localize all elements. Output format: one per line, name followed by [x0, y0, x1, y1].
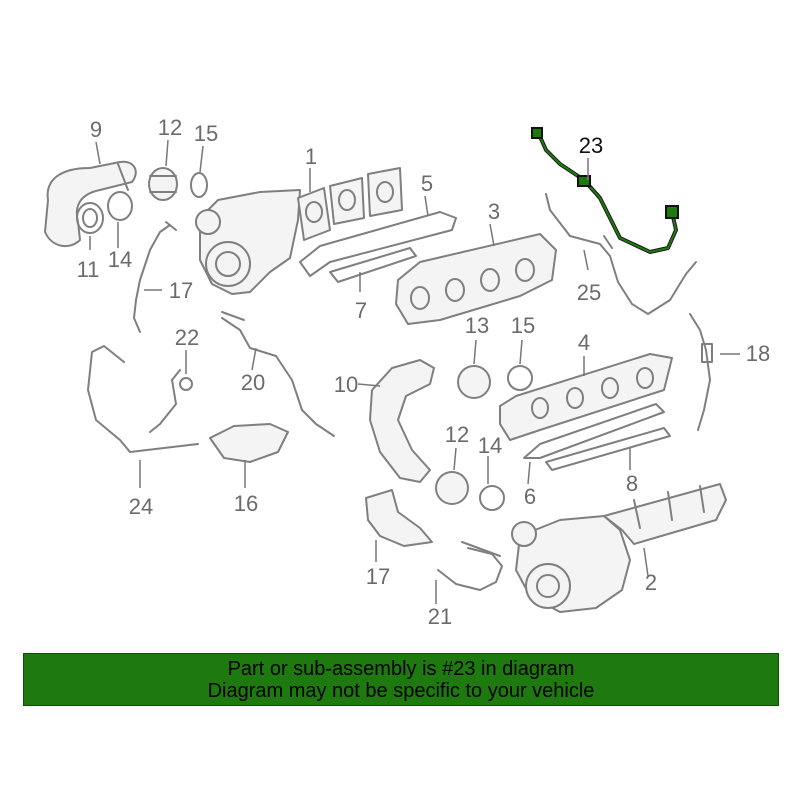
callout-25: 25	[577, 280, 601, 305]
part-23-oil-line-highlighted[interactable]	[531, 127, 679, 254]
part-18-line[interactable]	[133, 221, 177, 333]
banner-line-1: Part or sub-assembly is #23 in diagram	[227, 657, 575, 680]
callout-18: 17	[169, 278, 193, 303]
part-11-ring[interactable]	[76, 202, 104, 234]
leader-lines	[89, 139, 740, 604]
callout-3: 3	[488, 199, 500, 224]
callout-21: 21	[428, 604, 452, 629]
callout-20: 20	[241, 370, 265, 395]
callout-8: 8	[626, 471, 638, 496]
callout-15-lower: 15	[511, 313, 535, 338]
callout-22: 22	[175, 325, 199, 350]
part-17-heat-shield[interactable]	[365, 489, 433, 547]
part-8-gasket[interactable]	[545, 427, 671, 471]
part-20-line[interactable]	[221, 311, 335, 437]
callout-1: 1	[305, 144, 317, 169]
part-info-banner: Part or sub-assembly is #23 in diagram D…	[23, 653, 779, 706]
part-13-coupler-lower[interactable]	[457, 365, 491, 399]
part-4-manifold[interactable]	[499, 353, 673, 441]
callout-4: 4	[578, 330, 590, 355]
part-1-turbocharger[interactable]	[195, 167, 403, 295]
callout-12-visible: 12	[445, 422, 469, 447]
part-15-o-ring[interactable]	[190, 172, 208, 198]
part-6-gasket[interactable]	[523, 403, 665, 459]
part-3-manifold[interactable]	[395, 233, 557, 325]
callout-9: 9	[90, 117, 102, 142]
callout-14: 14	[108, 247, 132, 272]
callout-17-visible: 17	[366, 564, 390, 589]
part-16-heat-shield[interactable]	[209, 423, 289, 463]
callout-15: 15	[194, 121, 218, 146]
part-10-intake-hose[interactable]	[369, 359, 435, 483]
part-12-coupler[interactable]	[435, 471, 469, 505]
part-2-turbocharger[interactable]	[511, 483, 727, 613]
part-15-o-ring-lower[interactable]	[507, 365, 533, 391]
callout-24: 24	[129, 494, 153, 519]
callout-13-lower: 13	[465, 313, 489, 338]
part-14-clamp[interactable]	[107, 191, 133, 221]
banner-line-2: Diagram may not be specific to your vehi…	[207, 679, 595, 702]
part-23-highlight-stroke	[537, 131, 677, 253]
part-9-intake-pipe[interactable]	[44, 160, 137, 248]
callout-6: 6	[524, 484, 536, 509]
part-24-line[interactable]	[87, 345, 199, 453]
callout-11: 11	[77, 257, 100, 282]
part-7-gasket[interactable]	[329, 247, 417, 283]
part-25-line[interactable]	[545, 193, 697, 315]
part-5-gasket[interactable]	[299, 211, 457, 277]
callout-10: 10	[334, 372, 358, 397]
part-13-coupler[interactable]	[148, 167, 178, 201]
part-21-line[interactable]	[437, 541, 503, 591]
callout-5: 5	[421, 171, 433, 196]
callout-13: 12	[158, 115, 182, 140]
callout-16: 16	[234, 491, 258, 516]
part-22-fitting[interactable]	[149, 369, 193, 433]
callout-23: 23	[579, 133, 603, 158]
callout-19: 18	[746, 341, 770, 366]
callout-2: 2	[645, 570, 657, 595]
part-14-clamp-lower[interactable]	[479, 485, 505, 511]
callout-7: 7	[355, 298, 367, 323]
callout-14-lower: 14	[478, 433, 502, 458]
part-19-line[interactable]	[689, 313, 713, 431]
